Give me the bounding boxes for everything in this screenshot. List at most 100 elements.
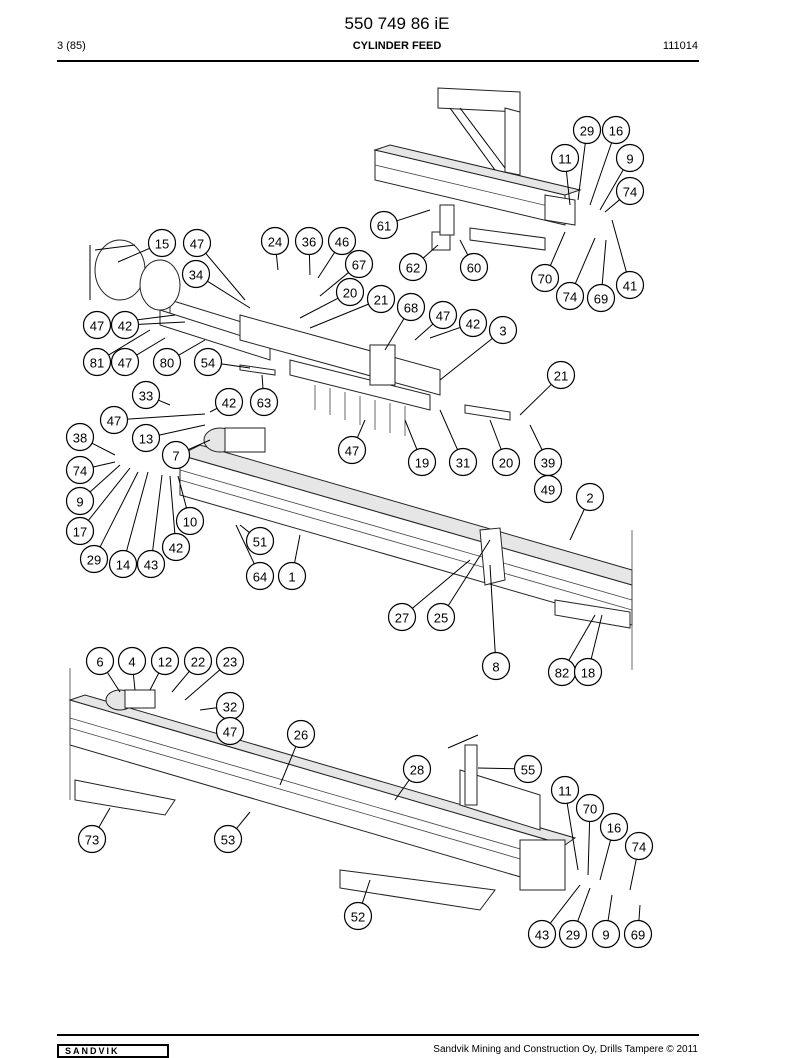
callout-19: 19 [407,447,437,477]
leader-lines [88,142,641,924]
callout-label: 74 [563,290,577,305]
hose-reel [89,239,181,311]
callout-label: 21 [554,369,568,384]
leader-line [422,244,439,259]
leader-line [549,231,566,266]
callout-circle [327,226,357,256]
leader-line [439,338,493,381]
callout-circle [110,310,140,340]
leader-line [568,614,596,661]
callout-label: 69 [631,928,645,943]
callout-74: 74 [555,281,585,311]
callout-circle [277,561,307,591]
leader-line [235,524,255,564]
callout-label: 42 [118,319,132,334]
callout-circle [491,447,521,477]
leader-line [489,564,496,653]
callout-label: 74 [73,464,87,479]
callout-label: 52 [351,910,365,925]
page-title: CYLINDER FEED [352,40,442,52]
callout-label: 54 [201,356,215,371]
callout-label: 34 [189,268,203,283]
callout-63: 63 [249,387,279,417]
callout-circle [193,347,223,377]
callout-label: 42 [222,396,236,411]
callout-42: 42 [110,310,140,340]
leader-line [149,672,160,691]
callout-circle [215,716,245,746]
callout-circle [601,115,631,145]
callout-circle [387,602,417,632]
callout-label: 47 [190,237,204,252]
callout-11: 11 [550,143,580,173]
callout-circle [402,754,432,784]
callout-29: 29 [79,544,109,574]
callout-circle [117,646,147,676]
callout-circle [615,176,645,206]
callout-47: 47 [110,347,140,377]
callout-circle [428,300,458,330]
callout-circle [513,754,543,784]
callout-circle [213,824,243,854]
callout-label: 16 [609,124,623,139]
callout-circle [343,901,373,931]
cylinder-assembly [159,299,511,436]
callout-circle [215,646,245,676]
callout-circle [245,561,275,591]
page-number: 3 (85) [57,40,86,52]
callout-26: 26 [286,719,316,749]
callout-42: 42 [161,532,191,562]
callout-circle [555,281,585,311]
leader-line [108,329,151,356]
callout-29: 29 [558,919,588,949]
callout-label: 9 [626,152,633,167]
callout-label: 3 [499,324,506,339]
callout-6: 6 [85,646,115,676]
leader-line [261,374,264,389]
leader-line [136,337,166,356]
leader-line [356,419,366,438]
leader-line [590,614,603,660]
callout-label: 47 [436,309,450,324]
callout-circle [533,474,563,504]
leader-line [574,237,596,284]
callout-circle [65,455,95,485]
callout-49: 49 [533,474,563,504]
leader-line [275,254,279,271]
callout-circle [369,210,399,240]
callout-label: 27 [395,611,409,626]
callout-label: 18 [581,666,595,681]
callout-circle [79,544,109,574]
callout-18: 18 [573,657,603,687]
leader-line [188,439,211,451]
callout-70: 70 [575,793,605,823]
leader-line [519,384,552,416]
callout-circle [152,347,182,377]
leader-line [529,424,543,451]
leader-line [178,339,206,356]
leader-line [604,199,620,213]
leader-line [361,879,371,904]
callout-31: 31 [448,447,478,477]
callout-circle [260,226,290,256]
callout-42: 42 [214,387,244,417]
callout-label: 4 [128,655,135,670]
callout-label: 80 [160,356,174,371]
leader-line [607,894,613,921]
callout-label: 25 [434,611,448,626]
callout-label: 47 [107,414,121,429]
feed-motor [203,427,266,453]
callout-label: 70 [583,802,597,817]
callout-label: 29 [566,928,580,943]
callout-47: 47 [337,435,367,465]
callout-circle [131,423,161,453]
callout-label: 6 [96,655,103,670]
callout-label: 36 [302,235,316,250]
callout-label: 32 [223,700,237,715]
callout-circle [131,380,161,410]
callout-47: 47 [215,716,245,746]
callout-label: 62 [406,261,420,276]
callout-4: 4 [117,646,147,676]
callout-circle [396,292,426,322]
